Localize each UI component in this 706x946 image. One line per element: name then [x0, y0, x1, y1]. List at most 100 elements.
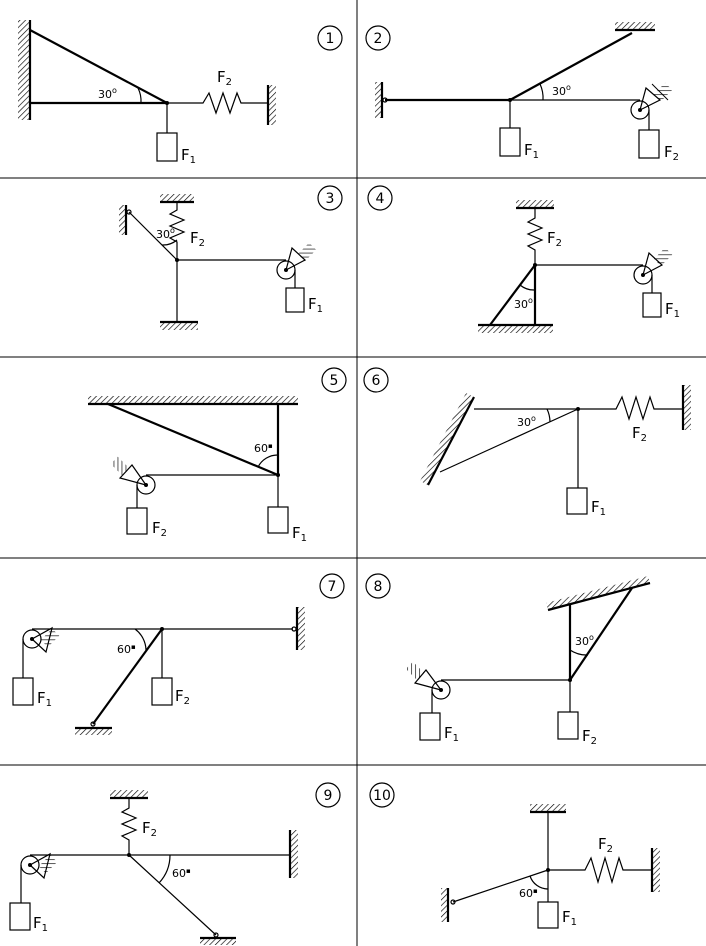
panel-number-circle [315, 782, 341, 808]
panel-number: 1 [326, 31, 335, 47]
weight-f1 [285, 287, 305, 313]
label-f2: F2 [142, 819, 157, 839]
spring-wall-hatch [652, 848, 660, 892]
weight-f2 [557, 711, 579, 740]
pulley-support-hatch [405, 661, 425, 681]
panel-number-circle [365, 573, 391, 599]
angle-arc [257, 454, 279, 468]
inclined-rod [509, 32, 633, 101]
spring [167, 91, 268, 115]
weight-f1 [566, 487, 588, 515]
inclined-rod [569, 587, 633, 681]
weight-f1 [267, 506, 289, 534]
wall-hatch [441, 888, 448, 922]
angle-label: 60▪ [117, 643, 136, 656]
label-f1: F1 [37, 689, 52, 709]
wall-hatch [18, 20, 30, 120]
label-f2: F2 [664, 143, 679, 163]
inclined-rod [439, 408, 579, 473]
angle-arc [539, 83, 544, 101]
ceiling-hatch [88, 396, 298, 404]
panel-1: 1 30o F1 F2 [18, 20, 343, 166]
panel-7: 7 F1 60▪ F2 [12, 573, 345, 735]
weight-f1 [499, 127, 521, 157]
label-f2: F2 [547, 229, 562, 249]
panel-number: 9 [324, 788, 333, 804]
wall-hatch [290, 830, 298, 878]
pulley-support-hatch [297, 242, 317, 262]
weight-f2 [126, 507, 148, 535]
label-f2: F2 [632, 424, 647, 444]
panel-number-circle [365, 25, 391, 51]
angle-arc [137, 87, 142, 104]
angle-label: 30o [98, 86, 117, 101]
angle-label: 60▪ [254, 442, 273, 455]
panel-number-circle [363, 367, 389, 393]
spring [168, 202, 186, 260]
panel-number: 7 [328, 579, 337, 595]
label-f1: F1 [444, 724, 459, 744]
angle-arc [529, 875, 549, 890]
panel-3: 3 F2 30o F1 [119, 185, 343, 330]
weight-f1 [12, 677, 34, 706]
panel-2: 2 30o F1 F2 [365, 22, 679, 163]
pulley-support-hatch [40, 628, 60, 648]
panel-9: 9 F2 60▪ F1 [9, 782, 341, 945]
angle-arc [519, 284, 536, 291]
label-f2: F2 [152, 519, 167, 539]
ceiling-hatch [110, 790, 148, 798]
panel-6: 6 30o F1 F2 [363, 367, 691, 518]
angle-arc [134, 628, 147, 651]
inclined-wall-hatch [420, 393, 474, 485]
ceiling-hatch [160, 194, 194, 202]
pulley-support-hatch [653, 247, 673, 267]
inclined-rod [452, 869, 549, 903]
angle-arc [161, 239, 178, 246]
ceiling-hatch [530, 804, 566, 812]
floor-hatch [200, 938, 236, 945]
floor-hatch [75, 728, 112, 735]
pulley-support-hatch [653, 82, 673, 102]
angle-label: 30o [156, 226, 175, 241]
panel-number: 6 [372, 373, 381, 389]
ceiling-hatch [516, 200, 554, 208]
angle-label: 60▪ [172, 867, 191, 880]
panel-4: 4 F2 30o F1 [367, 185, 680, 333]
inclined-rod [29, 29, 168, 104]
weight-f1 [537, 901, 559, 929]
angle-label: 30o [552, 83, 571, 98]
spring-wall-hatch [268, 85, 276, 125]
panel-8: 8 30o F1 F2 [365, 573, 651, 747]
label-f2: F2 [190, 229, 205, 249]
label-f2: F2 [582, 727, 597, 747]
panel-number: 3 [326, 191, 335, 207]
label-f1: F1 [524, 141, 539, 161]
spring [548, 855, 652, 885]
panel-number: 10 [373, 788, 391, 804]
label-f2: F2 [598, 835, 613, 855]
pulley-support-hatch [38, 854, 58, 874]
label-f1: F1 [292, 524, 307, 544]
weight-f1 [419, 712, 441, 741]
angle-label: 30o [514, 296, 533, 311]
angle-label: 60▪ [519, 887, 538, 900]
pulley-bracket [639, 86, 662, 111]
weight-f2 [638, 129, 660, 159]
hinge [450, 899, 456, 905]
spring-wall-hatch [683, 385, 691, 430]
spring [578, 395, 683, 421]
label-f1: F1 [562, 908, 577, 928]
inclined-rod [128, 854, 217, 936]
angle-label: 30o [517, 414, 536, 429]
label-f2: F2 [217, 68, 232, 88]
panel-number-circle [317, 185, 343, 211]
panel-number-circle [317, 25, 343, 51]
panel-number-circle [319, 573, 345, 599]
label-f2: F2 [175, 687, 190, 707]
panel-number: 5 [330, 373, 339, 389]
label-f1: F1 [308, 295, 323, 315]
floor-hinge [90, 721, 96, 727]
inclined-rod [92, 628, 163, 725]
